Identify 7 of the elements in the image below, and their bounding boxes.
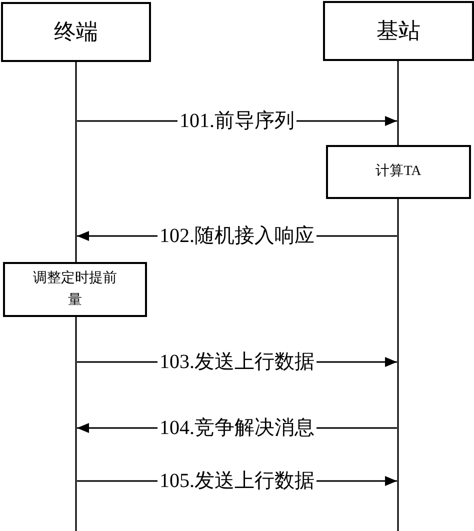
participant-box: 基站 bbox=[323, 1, 474, 61]
participant-box: 终端 bbox=[1, 2, 151, 62]
message-label: 102.随机接入响应 bbox=[158, 224, 316, 248]
message-label: 103.发送上行数据 bbox=[158, 350, 316, 374]
message-label: 101.前导序列 bbox=[178, 109, 296, 133]
message-label: 105.发送上行数据 bbox=[158, 469, 316, 493]
message-label: 104.竞争解决消息 bbox=[158, 416, 316, 440]
